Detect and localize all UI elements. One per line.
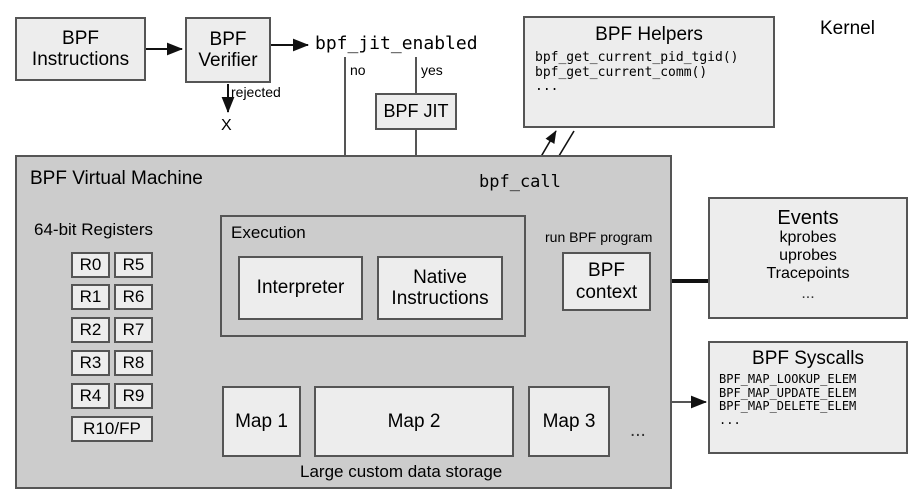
bpf-syscalls-box[interactable]: BPF Syscalls BPF_MAP_LOOKUP_ELEM BPF_MAP… xyxy=(708,341,908,454)
registers-title: 64-bit Registers xyxy=(34,220,154,239)
execution-title: Execution xyxy=(231,223,306,242)
map-2-box[interactable]: Map 2 xyxy=(314,386,514,457)
register-label: R8 xyxy=(122,353,145,372)
branch-label-yes: yes xyxy=(421,62,443,78)
rejected-terminal-x: X xyxy=(221,117,232,134)
map-3-label: Map 3 xyxy=(542,410,596,432)
bpf-syscalls-title: BPF Syscalls xyxy=(752,348,864,369)
maps-caption: Large custom data storage xyxy=(300,462,503,481)
kernel-label: Kernel xyxy=(820,18,875,39)
bpf-syscalls-item-0: BPF_MAP_LOOKUP_ELEM xyxy=(719,372,857,387)
bpf-instructions-box[interactable]: BPF Instructions xyxy=(15,17,146,81)
bpf-verifier-line1: BPF xyxy=(209,28,247,50)
events-title: Events xyxy=(777,207,839,229)
register-cell-r5: R5 xyxy=(114,252,153,278)
map-1-label: Map 1 xyxy=(235,410,288,432)
interpreter-label: Interpreter xyxy=(256,277,345,299)
register-cell-r9: R9 xyxy=(114,383,153,409)
register-cell-r8: R8 xyxy=(114,350,153,376)
bpf-syscalls-item-1: BPF_MAP_UPDATE_ELEM xyxy=(719,385,857,400)
events-item-0: kprobes xyxy=(779,229,837,247)
bpf-context-line2: context xyxy=(575,281,638,303)
events-box[interactable]: Events kprobes uprobes Tracepoints ... xyxy=(708,197,908,319)
run-bpf-program-edge-label: run BPF program xyxy=(545,229,653,245)
branch-label-no: no xyxy=(350,62,366,78)
bpf-helpers-item-1: bpf_get_current_comm() xyxy=(535,64,708,80)
bpf-syscalls-item-3: ... xyxy=(719,412,741,427)
bpf-verifier-line2: Verifier xyxy=(198,50,258,71)
register-label: R4 xyxy=(79,386,102,405)
register-label: R7 xyxy=(122,320,145,339)
bpf-helpers-item-0: bpf_get_current_pid_tgid() xyxy=(535,50,739,66)
bpf-call-edge-label: bpf_call xyxy=(479,172,561,192)
bpf-helpers-item-2: ... xyxy=(535,79,559,95)
maps-ellipsis: ... xyxy=(630,420,646,441)
bpf-context-line1: BPF xyxy=(588,260,625,282)
register-cell-r1: R1 xyxy=(71,284,110,310)
bpf-jit-box[interactable]: BPF JIT xyxy=(375,93,457,130)
bpf-jit-label: BPF JIT xyxy=(383,101,449,122)
bpf-jit-enabled-variable: bpf_jit_enabled xyxy=(315,33,478,54)
native-instructions-line2: Instructions xyxy=(391,288,489,309)
register-label: R10/FP xyxy=(83,419,141,438)
map-3-box[interactable]: Map 3 xyxy=(528,386,610,457)
events-item-2: Tracepoints xyxy=(766,265,850,283)
register-cell-r4: R4 xyxy=(71,383,110,409)
register-label: R1 xyxy=(79,287,102,306)
events-item-3: ... xyxy=(801,285,815,303)
bpf-helpers-title: BPF Helpers xyxy=(595,24,703,45)
register-cell-r3: R3 xyxy=(71,350,110,376)
native-instructions-box[interactable]: Native Instructions xyxy=(377,256,503,320)
bpf-instructions-line1: BPF xyxy=(62,27,99,49)
rejected-edge-label: rejected xyxy=(231,84,281,100)
map-2-label: Map 2 xyxy=(387,410,441,432)
bpf-verifier-box[interactable]: BPF Verifier xyxy=(185,17,271,83)
register-cell-r6: R6 xyxy=(114,284,153,310)
register-cell-r0: R0 xyxy=(71,252,110,278)
map-1-box[interactable]: Map 1 xyxy=(222,386,301,457)
register-label: R5 xyxy=(122,255,145,274)
interpreter-box[interactable]: Interpreter xyxy=(238,256,363,320)
register-label: R9 xyxy=(122,386,145,405)
bpf-syscalls-item-2: BPF_MAP_DELETE_ELEM xyxy=(719,399,857,414)
bpf-instructions-line2: Instructions xyxy=(31,49,130,70)
bpf-context-box[interactable]: BPF context xyxy=(562,252,651,311)
register-label: R3 xyxy=(79,353,102,372)
bpf-virtual-machine-title: BPF Virtual Machine xyxy=(30,168,203,189)
register-label: R2 xyxy=(79,320,102,339)
register-cell-r2: R2 xyxy=(71,317,110,343)
native-instructions-line1: Native xyxy=(413,266,467,288)
events-item-1: uprobes xyxy=(779,247,837,265)
register-cell-r10-fp: R10/FP xyxy=(71,416,153,442)
register-label: R0 xyxy=(79,255,102,274)
register-label: R6 xyxy=(122,287,145,306)
register-cell-r7: R7 xyxy=(114,317,153,343)
bpf-helpers-box[interactable]: BPF Helpers bpf_get_current_pid_tgid() b… xyxy=(523,16,775,128)
